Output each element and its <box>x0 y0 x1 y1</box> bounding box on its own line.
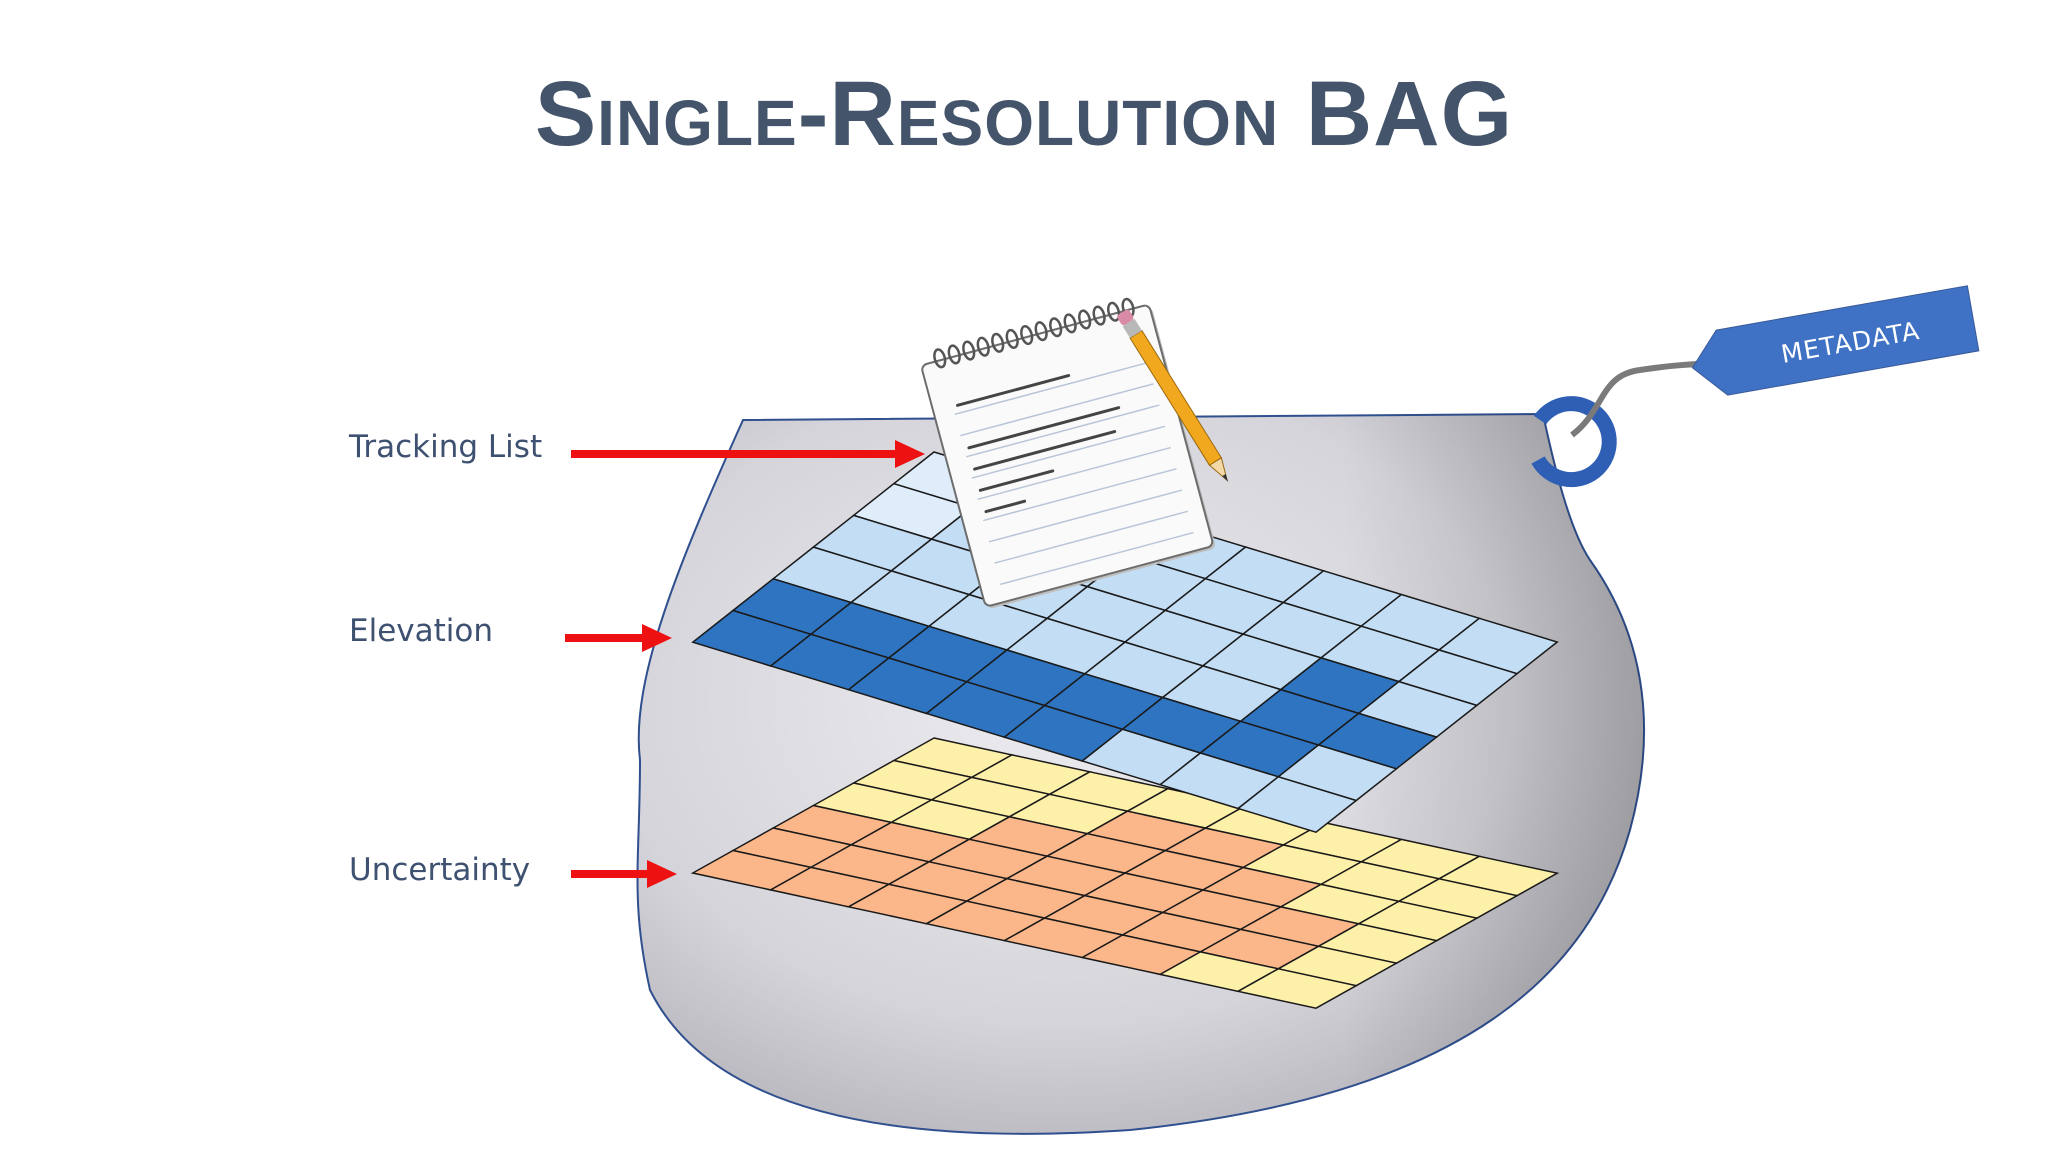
label-elevation: Elevation <box>349 613 493 649</box>
metadata-tag: METADATA <box>1691 285 1980 396</box>
uncertainty-grid <box>690 737 1560 1009</box>
slide-title: Single-Resolution BAG <box>534 63 1514 165</box>
notepad-with-pencil-icon <box>921 297 1229 608</box>
elevation-grid-cell <box>1236 775 1358 834</box>
elevation-grid <box>691 451 1559 834</box>
arrow-uncertainty <box>571 860 677 888</box>
ring-hook-icon <box>1531 396 1617 488</box>
uncertainty-grid-cell <box>1236 968 1359 1009</box>
label-tracking-list: Tracking List <box>349 429 543 465</box>
arrow-tracking-list <box>571 440 925 468</box>
arrow-elevation <box>565 624 672 652</box>
label-uncertainty: Uncertainty <box>349 852 531 888</box>
